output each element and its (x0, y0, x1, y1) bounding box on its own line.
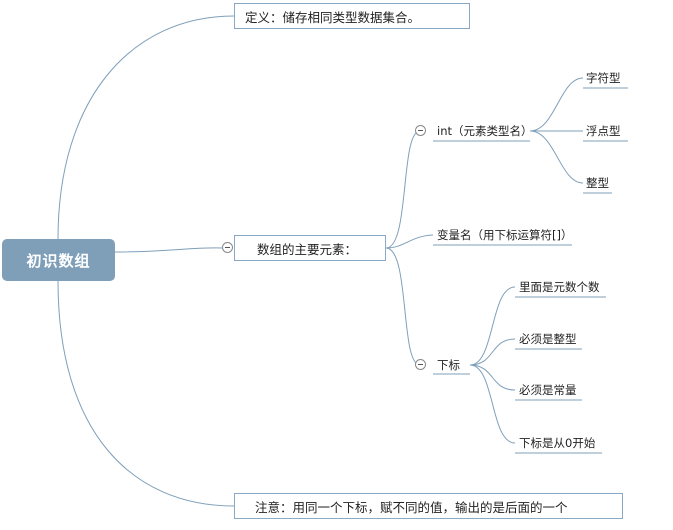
connector-count (469, 286, 516, 366)
connector-must-const (469, 364, 516, 391)
int-child-char[interactable]: 字符型 (586, 71, 621, 85)
subscript-child-start-zero[interactable]: 下标是从0开始 (519, 436, 596, 450)
main-elements-topic[interactable]: 数组的主要元素： (234, 235, 386, 261)
connector-start-zero (469, 364, 516, 444)
connector-integer (529, 130, 584, 184)
subscript-child-count[interactable]: 里面是元数个数 (519, 280, 600, 294)
int-child-float[interactable]: 浮点型 (586, 124, 621, 138)
collapse-toggle-int[interactable] (415, 125, 426, 136)
subscript-child-must-const[interactable]: 必须是常量 (519, 383, 577, 397)
variable-topic[interactable]: 变量名（用下标运算符[]） (437, 228, 573, 242)
connector-note (57, 280, 235, 507)
connector-definition (57, 15, 235, 240)
connector-int (385, 130, 421, 249)
root-topic[interactable]: 初识数组 (2, 239, 115, 281)
note-topic[interactable]: 注意：用同一个下标，赋不同的值，输出的是后面的一个 (234, 493, 623, 519)
definition-topic[interactable]: 定义：储存相同类型数据集合。 (234, 3, 470, 29)
collapse-toggle-main-elements[interactable] (222, 242, 233, 253)
int-child-integer[interactable]: 整型 (586, 176, 609, 190)
connector-must-int (469, 338, 516, 366)
connector-char (529, 77, 584, 132)
subscript-topic[interactable]: 下标 (437, 358, 460, 372)
connector-variable (385, 234, 434, 249)
connector-main-elements (114, 247, 223, 253)
collapse-toggle-subscript[interactable] (415, 359, 426, 370)
int-topic[interactable]: int（元素类型名） (437, 124, 533, 138)
connector-subscript (385, 247, 421, 366)
subscript-child-must-int[interactable]: 必须是整型 (519, 332, 577, 346)
